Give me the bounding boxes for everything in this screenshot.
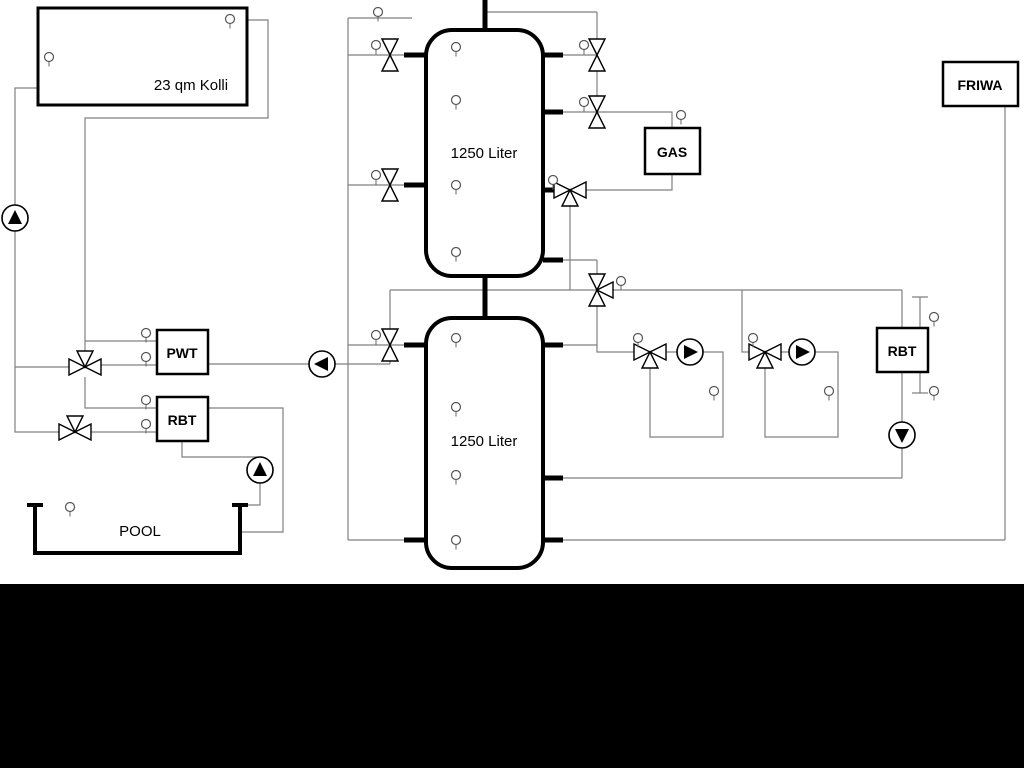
pool-pump-up-icon [246,456,274,484]
rbt-right-label: RBT [888,343,917,359]
rbt-pool-label: RBT [168,412,197,428]
bottom-black-mask [0,584,1024,768]
friwa-label: FRIWA [957,77,1002,93]
buffer-tank-bottom: 1250 Liter [424,316,545,570]
rbt-right-heat-exchanger: RBT [875,326,930,374]
heating-circuit1-pump-right-icon [676,338,704,366]
gas-boiler-label: GAS [657,144,687,160]
pwt-pump-left-icon [308,350,336,378]
tank-and-heating-pipes [208,11,1006,541]
rbt-pool-heat-exchanger: RBT [155,395,210,443]
buffer-tank-top-label: 1250 Liter [451,145,518,162]
pool: POOL [27,503,248,555]
friwa-station: FRIWA [941,60,1020,108]
heating-circuit2-pump-right-icon [788,338,816,366]
solar-pump-up-icon [1,204,29,232]
solar-collector: 23 qm Kolli [36,6,249,107]
solar-collector-label: 23 qm Kolli [154,77,228,94]
tank-ports [404,0,563,543]
rbt-right-pump-down-icon [888,421,916,449]
pwt-heat-exchanger: PWT [155,328,210,376]
gas-boiler: GAS [643,126,702,176]
pool-label: POOL [119,523,161,540]
buffer-tank-bottom-label: 1250 Liter [451,433,518,450]
pwt-label: PWT [166,345,198,361]
buffer-tank-top: 1250 Liter [424,28,545,278]
